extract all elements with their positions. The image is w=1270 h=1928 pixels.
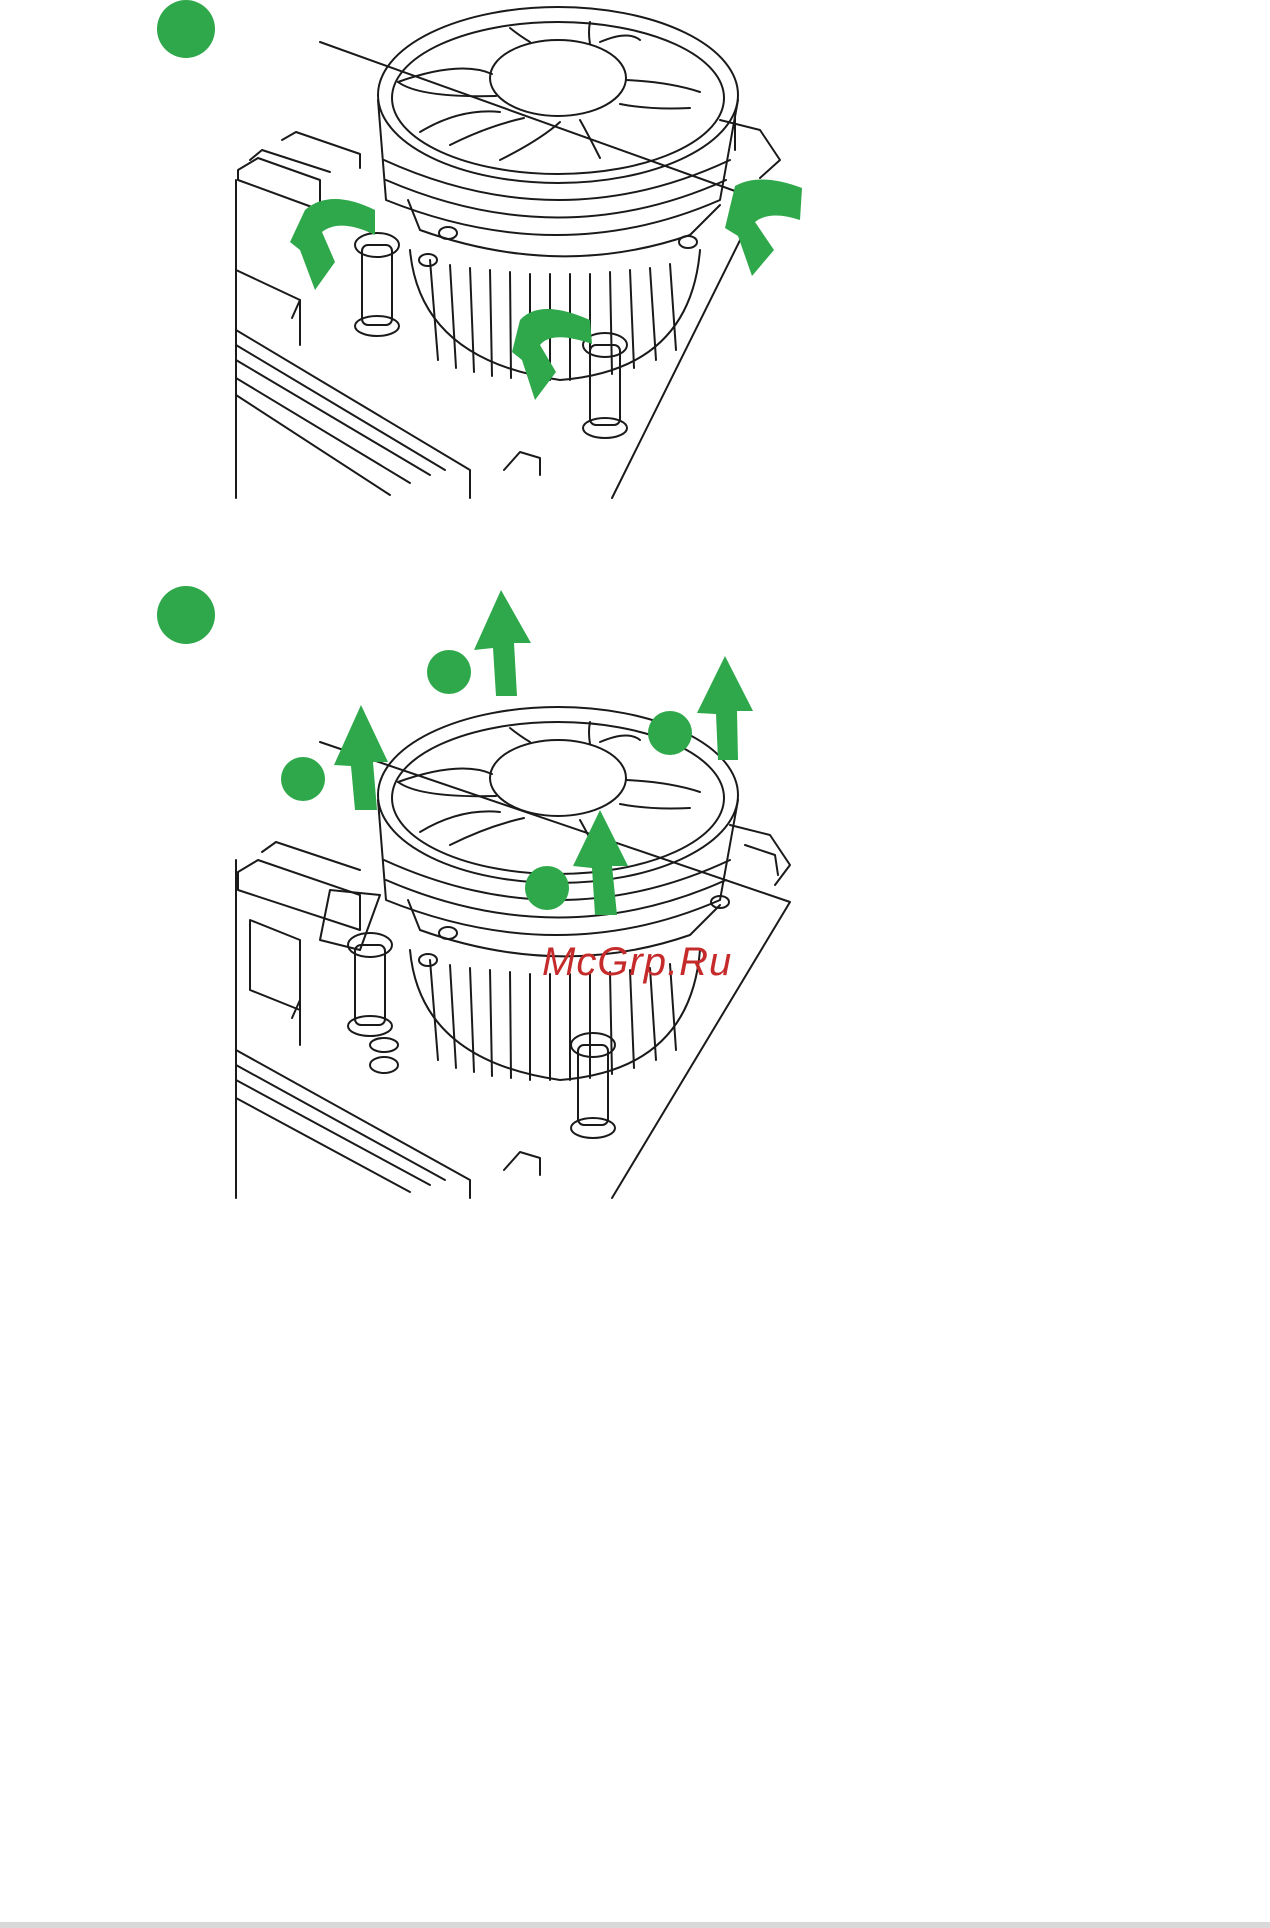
step-marker-icon xyxy=(157,0,215,58)
cpu-fan-illustration-1 xyxy=(0,0,1270,500)
figure-twist-fasteners xyxy=(0,0,1270,500)
figure-lift-fan xyxy=(0,590,1270,1200)
callout-badge-center xyxy=(525,866,569,910)
cpu-fan-illustration-2 xyxy=(0,590,1270,1200)
callout-badge-right xyxy=(648,711,692,755)
lift-arrow-top xyxy=(474,590,531,696)
callout-badge-top xyxy=(427,650,471,694)
rotate-arrow-right xyxy=(725,179,802,276)
rotate-arrow-front xyxy=(512,309,592,400)
watermark-text: McGrp.Ru xyxy=(542,940,732,985)
footer-bar xyxy=(0,1922,1270,1928)
callout-badge-left xyxy=(281,757,325,801)
lift-arrow-left xyxy=(334,705,388,810)
step-marker-icon xyxy=(157,586,215,644)
